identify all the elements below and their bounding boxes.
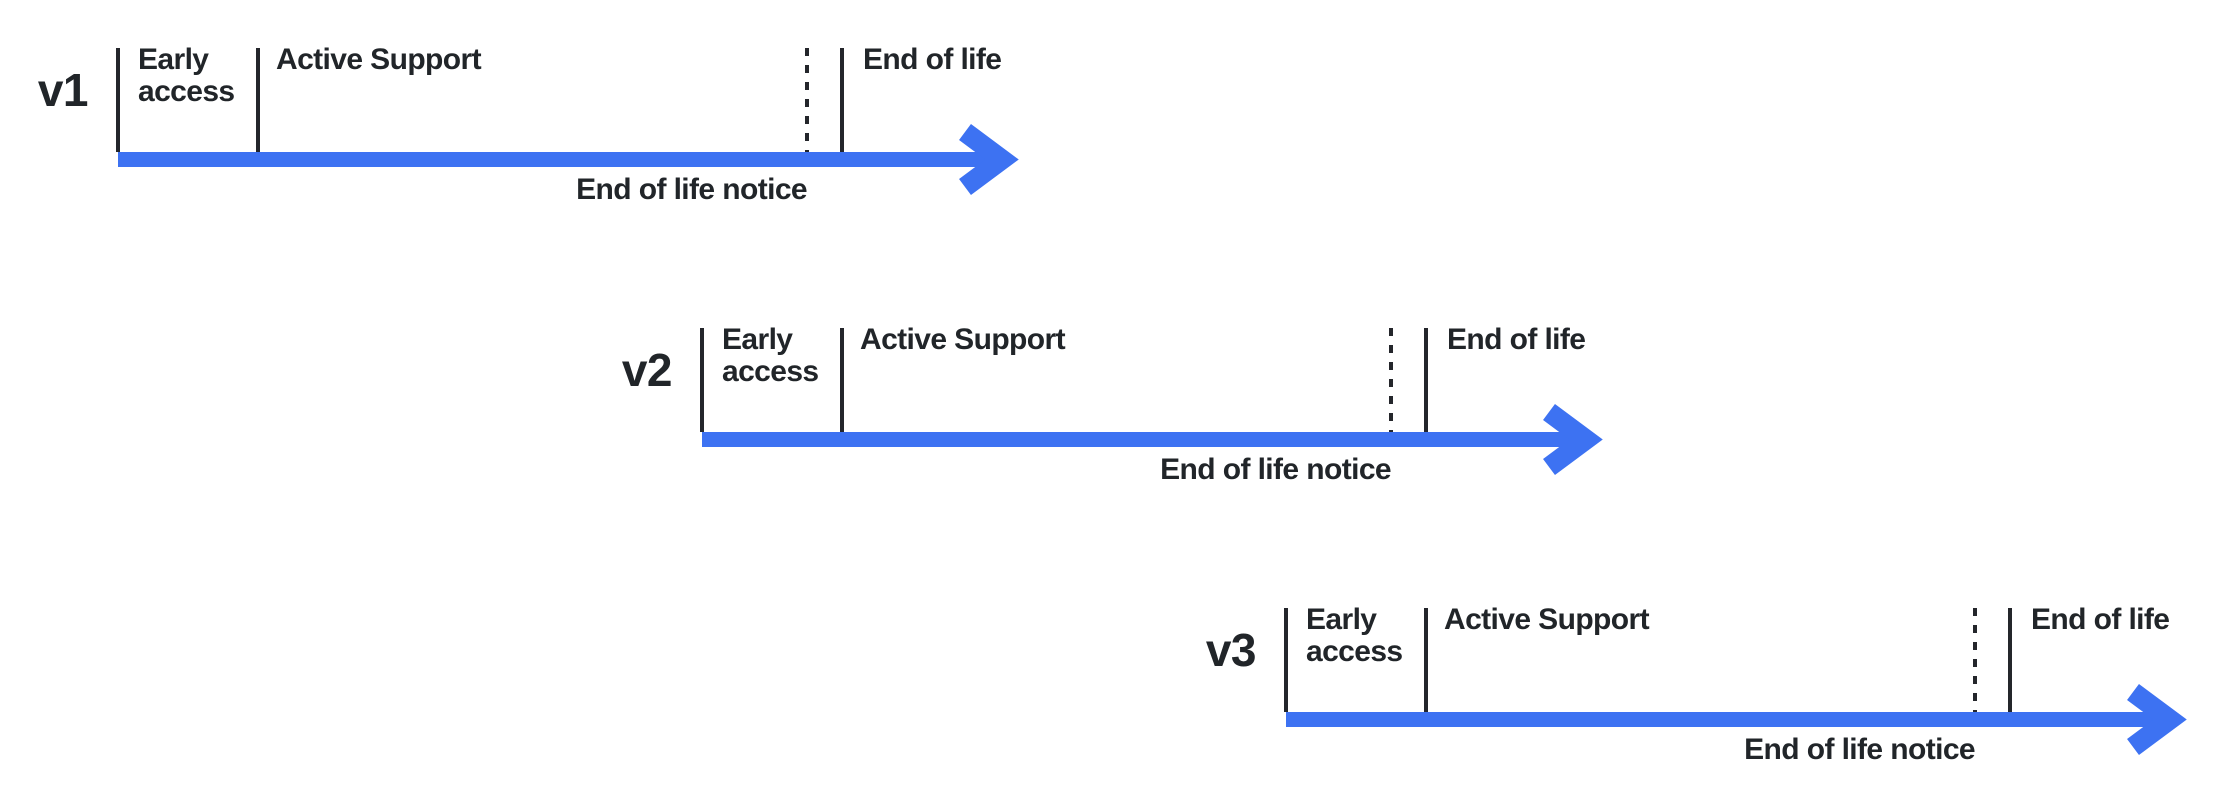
- early-access-label: Early access: [1306, 603, 1403, 668]
- early-access-tick: [1284, 608, 1288, 712]
- arrow-head: [1543, 403, 1603, 476]
- active-support-tick: [1424, 608, 1428, 712]
- early-access-tick: [116, 48, 120, 152]
- end-of-life-tick: [2008, 608, 2012, 712]
- end-of-life-notice-label: End of life notice: [576, 173, 807, 206]
- timeline-arrow: [1286, 683, 2187, 756]
- active-support-label: Active Support: [860, 323, 1066, 356]
- active-support-tick: [256, 48, 260, 152]
- active-support-label: Active Support: [1444, 603, 1650, 636]
- eol-notice-dashed-tick: [1973, 608, 1977, 712]
- version-label: v2: [621, 344, 673, 396]
- arrow-shaft: [702, 432, 1574, 447]
- active-support-label: Active Support: [276, 43, 482, 76]
- version-label: v1: [37, 64, 89, 116]
- version-label: v3: [1205, 624, 1257, 676]
- arrow-shaft: [118, 152, 990, 167]
- timeline-arrow: [118, 123, 1019, 196]
- end-of-life-notice-label: End of life notice: [1160, 453, 1391, 486]
- early-access-label: Early access: [138, 43, 235, 108]
- arrow-head: [959, 123, 1019, 196]
- timeline-arrow: [702, 403, 1603, 476]
- early-access-label: Early access: [722, 323, 819, 388]
- end-of-life-label: End of life: [863, 43, 1002, 76]
- end-of-life-tick: [1424, 328, 1428, 432]
- end-of-life-label: End of life: [1447, 323, 1586, 356]
- end-of-life-tick: [840, 48, 844, 152]
- end-of-life-notice-label: End of life notice: [1744, 733, 1975, 766]
- arrow-head: [2127, 683, 2187, 756]
- eol-notice-dashed-tick: [1389, 328, 1393, 432]
- active-support-tick: [840, 328, 844, 432]
- eol-notice-dashed-tick: [805, 48, 809, 152]
- early-access-tick: [700, 328, 704, 432]
- arrow-shaft: [1286, 712, 2158, 727]
- end-of-life-label: End of life: [2031, 603, 2170, 636]
